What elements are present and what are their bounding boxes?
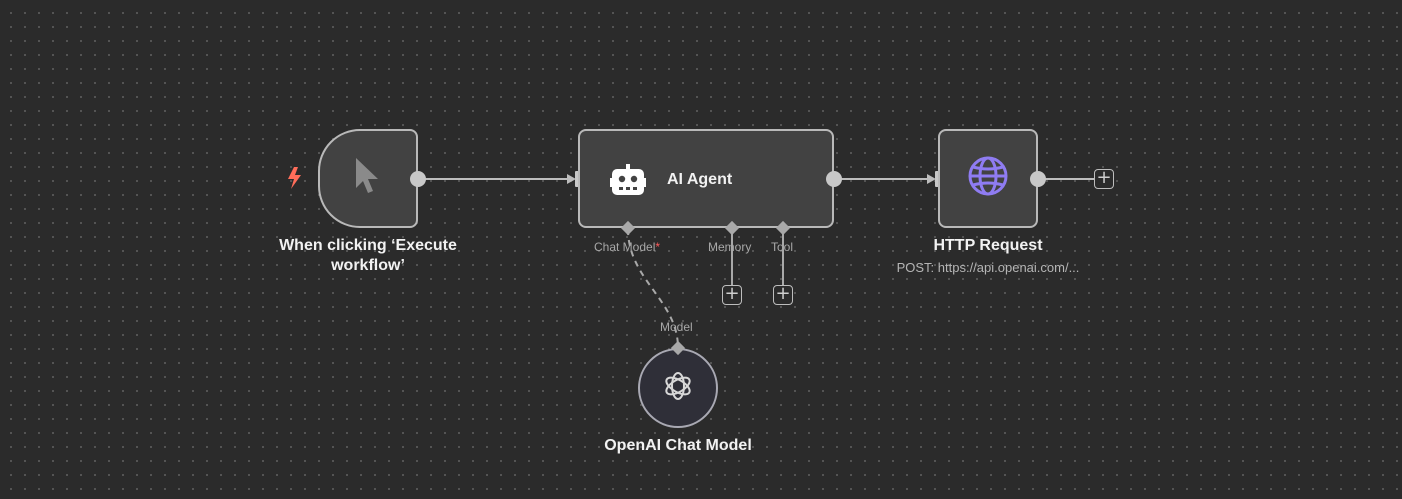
ai-agent-title: AI Agent (667, 171, 733, 188)
openai-chat-model-node[interactable] (638, 348, 718, 428)
wire-arrow-agent (567, 174, 576, 184)
openai-node-label: OpenAI Chat Model (604, 437, 752, 454)
openai-logo-icon (662, 370, 694, 407)
add-next-node-button[interactable]: + (1094, 169, 1114, 189)
http-node-subtitle: POST: https://api.openai.com/... (896, 260, 1080, 275)
chat-model-port-text: Chat Model (594, 240, 656, 254)
ai-agent-node[interactable]: AI Agent (578, 129, 834, 228)
http-node-label: HTTP Request (933, 237, 1043, 254)
required-marker: * (655, 240, 661, 254)
model-port-label: Model (660, 320, 693, 334)
wire-model-dashed (627, 228, 679, 349)
http-request-node[interactable] (938, 129, 1038, 228)
trigger-output-handle[interactable] (410, 171, 426, 187)
tool-port-label: Tool (771, 240, 794, 254)
globe-icon (967, 155, 1009, 202)
wire-arrow-http (927, 174, 936, 184)
add-memory-button[interactable]: + (722, 285, 742, 305)
manual-trigger-node[interactable] (318, 129, 418, 228)
lightning-bolt-icon (285, 166, 305, 195)
robot-icon (610, 164, 646, 203)
memory-port-label: Memory (708, 240, 752, 254)
chat-model-port-label: Chat Model* (594, 240, 660, 254)
agent-output-handle[interactable] (826, 171, 842, 187)
trigger-label-line2: workflow’ (331, 257, 405, 274)
cursor-pointer-icon (351, 155, 385, 202)
http-output-handle[interactable] (1030, 171, 1046, 187)
add-tool-button[interactable]: + (773, 285, 793, 305)
trigger-node-label: When clicking ‘Execute workflow’ (268, 236, 468, 276)
trigger-label-line1: When clicking ‘Execute (279, 237, 457, 254)
